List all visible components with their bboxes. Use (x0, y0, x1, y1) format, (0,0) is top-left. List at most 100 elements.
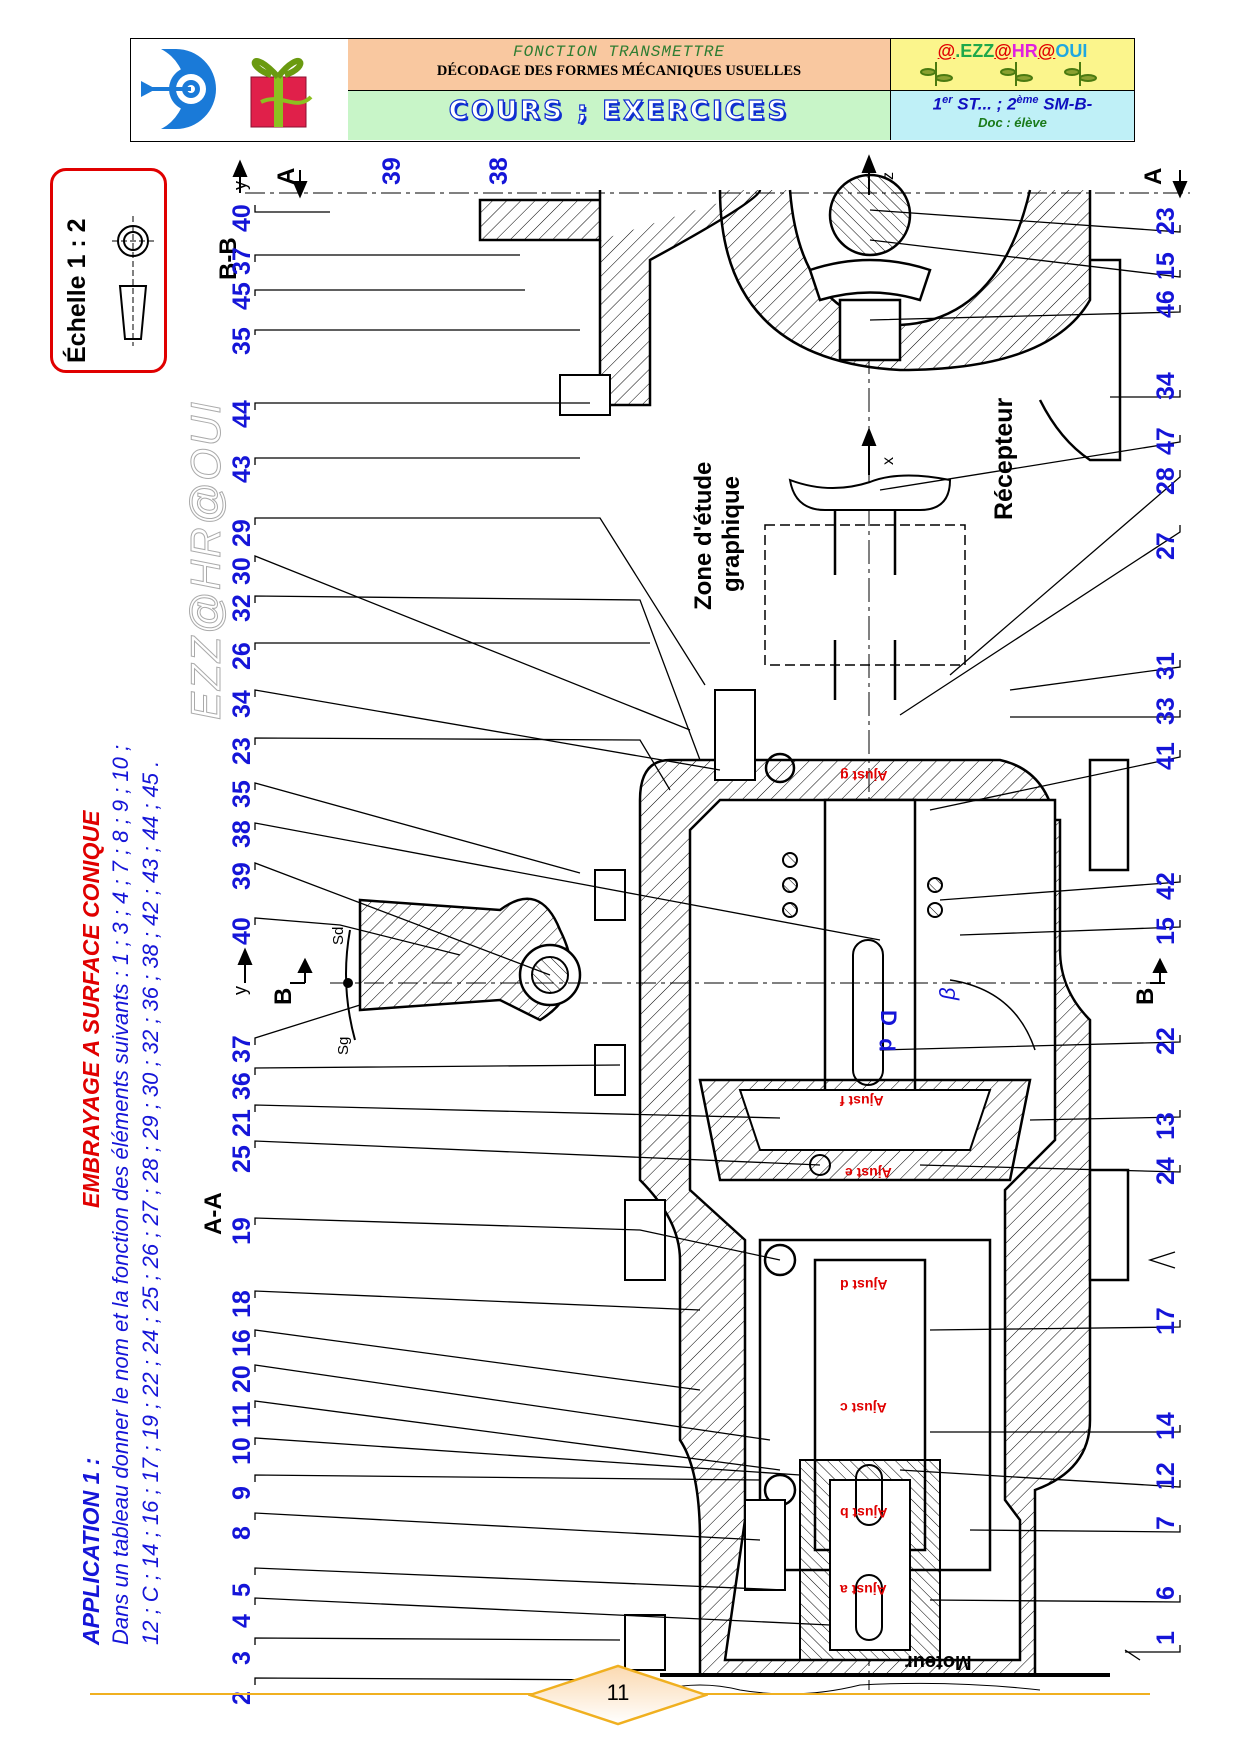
part-number: 47 (1152, 427, 1180, 455)
sg-label: Sg (335, 1036, 352, 1055)
dim-D-label: D (875, 1010, 901, 1026)
part-number: 1 (1152, 1631, 1180, 1645)
part-number: 40 (228, 917, 256, 945)
cut-a-left: A (273, 167, 300, 185)
brand-name: @.EZZ@HR@OUI (891, 41, 1134, 62)
part-number: 37 (228, 1035, 256, 1063)
brand-part: @ (1037, 41, 1056, 61)
part-number: 12 (1152, 1462, 1180, 1490)
part-number: 26 (228, 642, 256, 670)
level-part: SM-B- (1038, 94, 1093, 114)
part-number: 39 (228, 862, 256, 890)
part-number: 23 (1152, 207, 1180, 235)
part-number: 45 (228, 282, 256, 310)
part-number: 4 (228, 1614, 256, 1628)
part-number: 3 (228, 1651, 256, 1665)
banner-cell: COURS ; EXERCICES (348, 91, 891, 140)
level-text: 1er ST... ; 2ème SM-B- (891, 94, 1134, 115)
part-number: 11 (228, 1401, 256, 1428)
level-sup: ème (1016, 94, 1039, 106)
subtitle: DÉCODAGE DES FORMES MÉCANIQUES USUELLES (436, 63, 802, 79)
recepteur-shape (788, 474, 952, 511)
part-number: 25 (228, 1145, 256, 1173)
part-number: 37 (228, 247, 256, 275)
part-number: 19 (228, 1217, 256, 1245)
part-number: 36 (228, 1072, 256, 1100)
level-sup: er (942, 94, 953, 106)
moteur-label: Moteur (905, 1651, 972, 1673)
part-number: 22 (1152, 1027, 1180, 1055)
projection-symbol-icon (112, 216, 154, 346)
title-cell: FONCTION TRANSMETTRE DÉCODAGE DES FORMES… (348, 39, 891, 91)
gift-box-icon (250, 58, 313, 128)
level-cell: 1er ST... ; 2ème SM-B- Doc : élève (891, 91, 1134, 140)
axis-y-mid: y (230, 986, 250, 995)
sd-label: Sd (330, 926, 347, 945)
part-number: 41 (1152, 742, 1180, 770)
part-number: 23 (228, 737, 256, 765)
ajust-e-label: Ajust e (845, 1165, 892, 1181)
brand-part: @ (994, 41, 1012, 61)
part-number: 6 (1152, 1586, 1180, 1600)
zone-etude-line1: Zone d'étude (690, 461, 717, 610)
logo-area (131, 39, 349, 140)
part-number: 28 (1152, 467, 1180, 495)
beta-label: β (935, 987, 960, 1000)
zone-etude-box (764, 524, 966, 666)
ajust-b-label: Ajust b (840, 1505, 888, 1521)
part-number: 46 (1152, 290, 1180, 318)
part-number: 40 (228, 204, 256, 232)
part-number: 31 (1152, 652, 1180, 680)
target-arrow-icon (141, 49, 216, 129)
part-number: 15 (1152, 252, 1180, 280)
fork-lever (358, 897, 573, 1022)
part-number: 42 (1152, 872, 1180, 900)
part-number: 38 (228, 820, 256, 848)
part-number: 8 (228, 1526, 256, 1540)
part-number: 34 (228, 690, 256, 718)
ajust-d-label: Ajust d (840, 1277, 888, 1293)
brand-part: OUI (1055, 41, 1088, 61)
part-number: 27 (1152, 532, 1180, 560)
cut-b-right: B (1132, 987, 1159, 1005)
part-number: 10 (228, 1437, 256, 1465)
zone-etude-line2: graphique (718, 475, 745, 592)
part-number: 33 (1152, 697, 1180, 725)
ajust-a-label: Ajust a (840, 1582, 887, 1598)
part-number: 35 (228, 327, 256, 355)
recepteur-label: Récepteur (990, 397, 1018, 520)
brand-part: .EZZ (955, 41, 995, 61)
axis-x: x (880, 457, 897, 465)
output-shaft (823, 798, 917, 1122)
part-number: 7 (1152, 1516, 1180, 1530)
part-number: 9 (228, 1486, 256, 1500)
part-number: 17 (1152, 1307, 1180, 1335)
axis-y-top: y (230, 181, 250, 190)
level-part: ST... ; 2 (952, 94, 1017, 114)
function-title: FONCTION TRANSMETTRE (512, 43, 726, 61)
cut-a-right: A (1140, 167, 1167, 185)
dim-d-label: d (874, 1038, 900, 1052)
part-number: 24 (1152, 1157, 1180, 1185)
part-number: 30 (228, 557, 256, 585)
part-number: 13 (1152, 1112, 1180, 1140)
part-number: 21 (228, 1109, 256, 1137)
part-number: 15 (1152, 917, 1180, 945)
ajust-g-label: Ajust g (840, 768, 888, 784)
leader-lines-left (254, 205, 881, 1685)
part-number: 32 (228, 594, 256, 622)
section-aa-label: A-A (200, 1192, 227, 1235)
part-number: 39 (378, 157, 406, 185)
flowers-decoration-icon (919, 62, 1097, 86)
axis-z: z (880, 172, 897, 180)
banner-text: COURS ; EXERCICES (448, 95, 790, 126)
part-number: 35 (228, 780, 256, 808)
document-header: FONCTION TRANSMETTRE DÉCODAGE DES FORMES… (130, 38, 1135, 142)
part-number: 44 (228, 400, 256, 428)
level-part: 1 (932, 94, 943, 114)
part-number: 20 (228, 1365, 256, 1393)
part-number: 5 (228, 1583, 256, 1597)
bb-cover (478, 190, 602, 242)
part-number: 38 (485, 157, 513, 185)
